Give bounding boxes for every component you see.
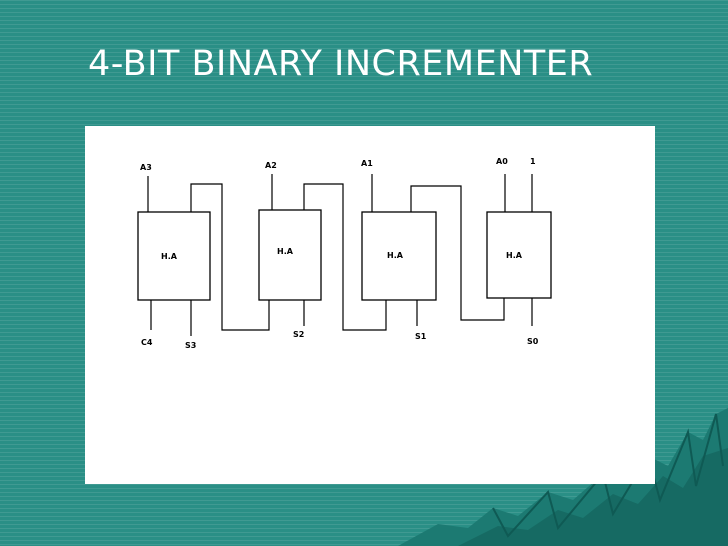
output-label-c4: C4	[141, 338, 153, 347]
input-label-a3: A3	[140, 163, 152, 172]
half-adder-block-3	[137, 211, 211, 301]
half-adder-block-0	[486, 211, 552, 299]
output-label-s2: S2	[293, 330, 304, 339]
slide-title: 4-BIT BINARY INCREMENTER	[88, 44, 594, 84]
input-label-one: 1	[530, 157, 536, 166]
input-label-a0: A0	[496, 157, 508, 166]
block-label-3: H.A	[161, 252, 178, 261]
input-label-a2: A2	[265, 161, 277, 170]
half-adder-block-2	[258, 209, 322, 301]
diagram-panel: H.A H.A H.A H.A A3 A2 A1 A0 1 C4 S3 S2 S…	[85, 126, 655, 484]
incrementer-diagram: H.A H.A H.A H.A A3 A2 A1 A0 1 C4 S3 S2 S…	[137, 157, 552, 350]
wire-carry-1	[410, 185, 505, 321]
output-label-s0: S0	[527, 337, 539, 346]
output-label-s3: S3	[185, 341, 196, 350]
half-adder-block-1	[361, 211, 437, 301]
block-label-1: H.A	[387, 251, 404, 260]
input-label-a1: A1	[361, 159, 373, 168]
block-label-2: H.A	[277, 247, 294, 256]
wire-carry-2	[303, 183, 387, 331]
mountain-decoration	[398, 408, 728, 546]
output-label-s1: S1	[415, 332, 427, 341]
wire-carry-3	[190, 183, 270, 331]
block-label-0: H.A	[506, 251, 523, 260]
